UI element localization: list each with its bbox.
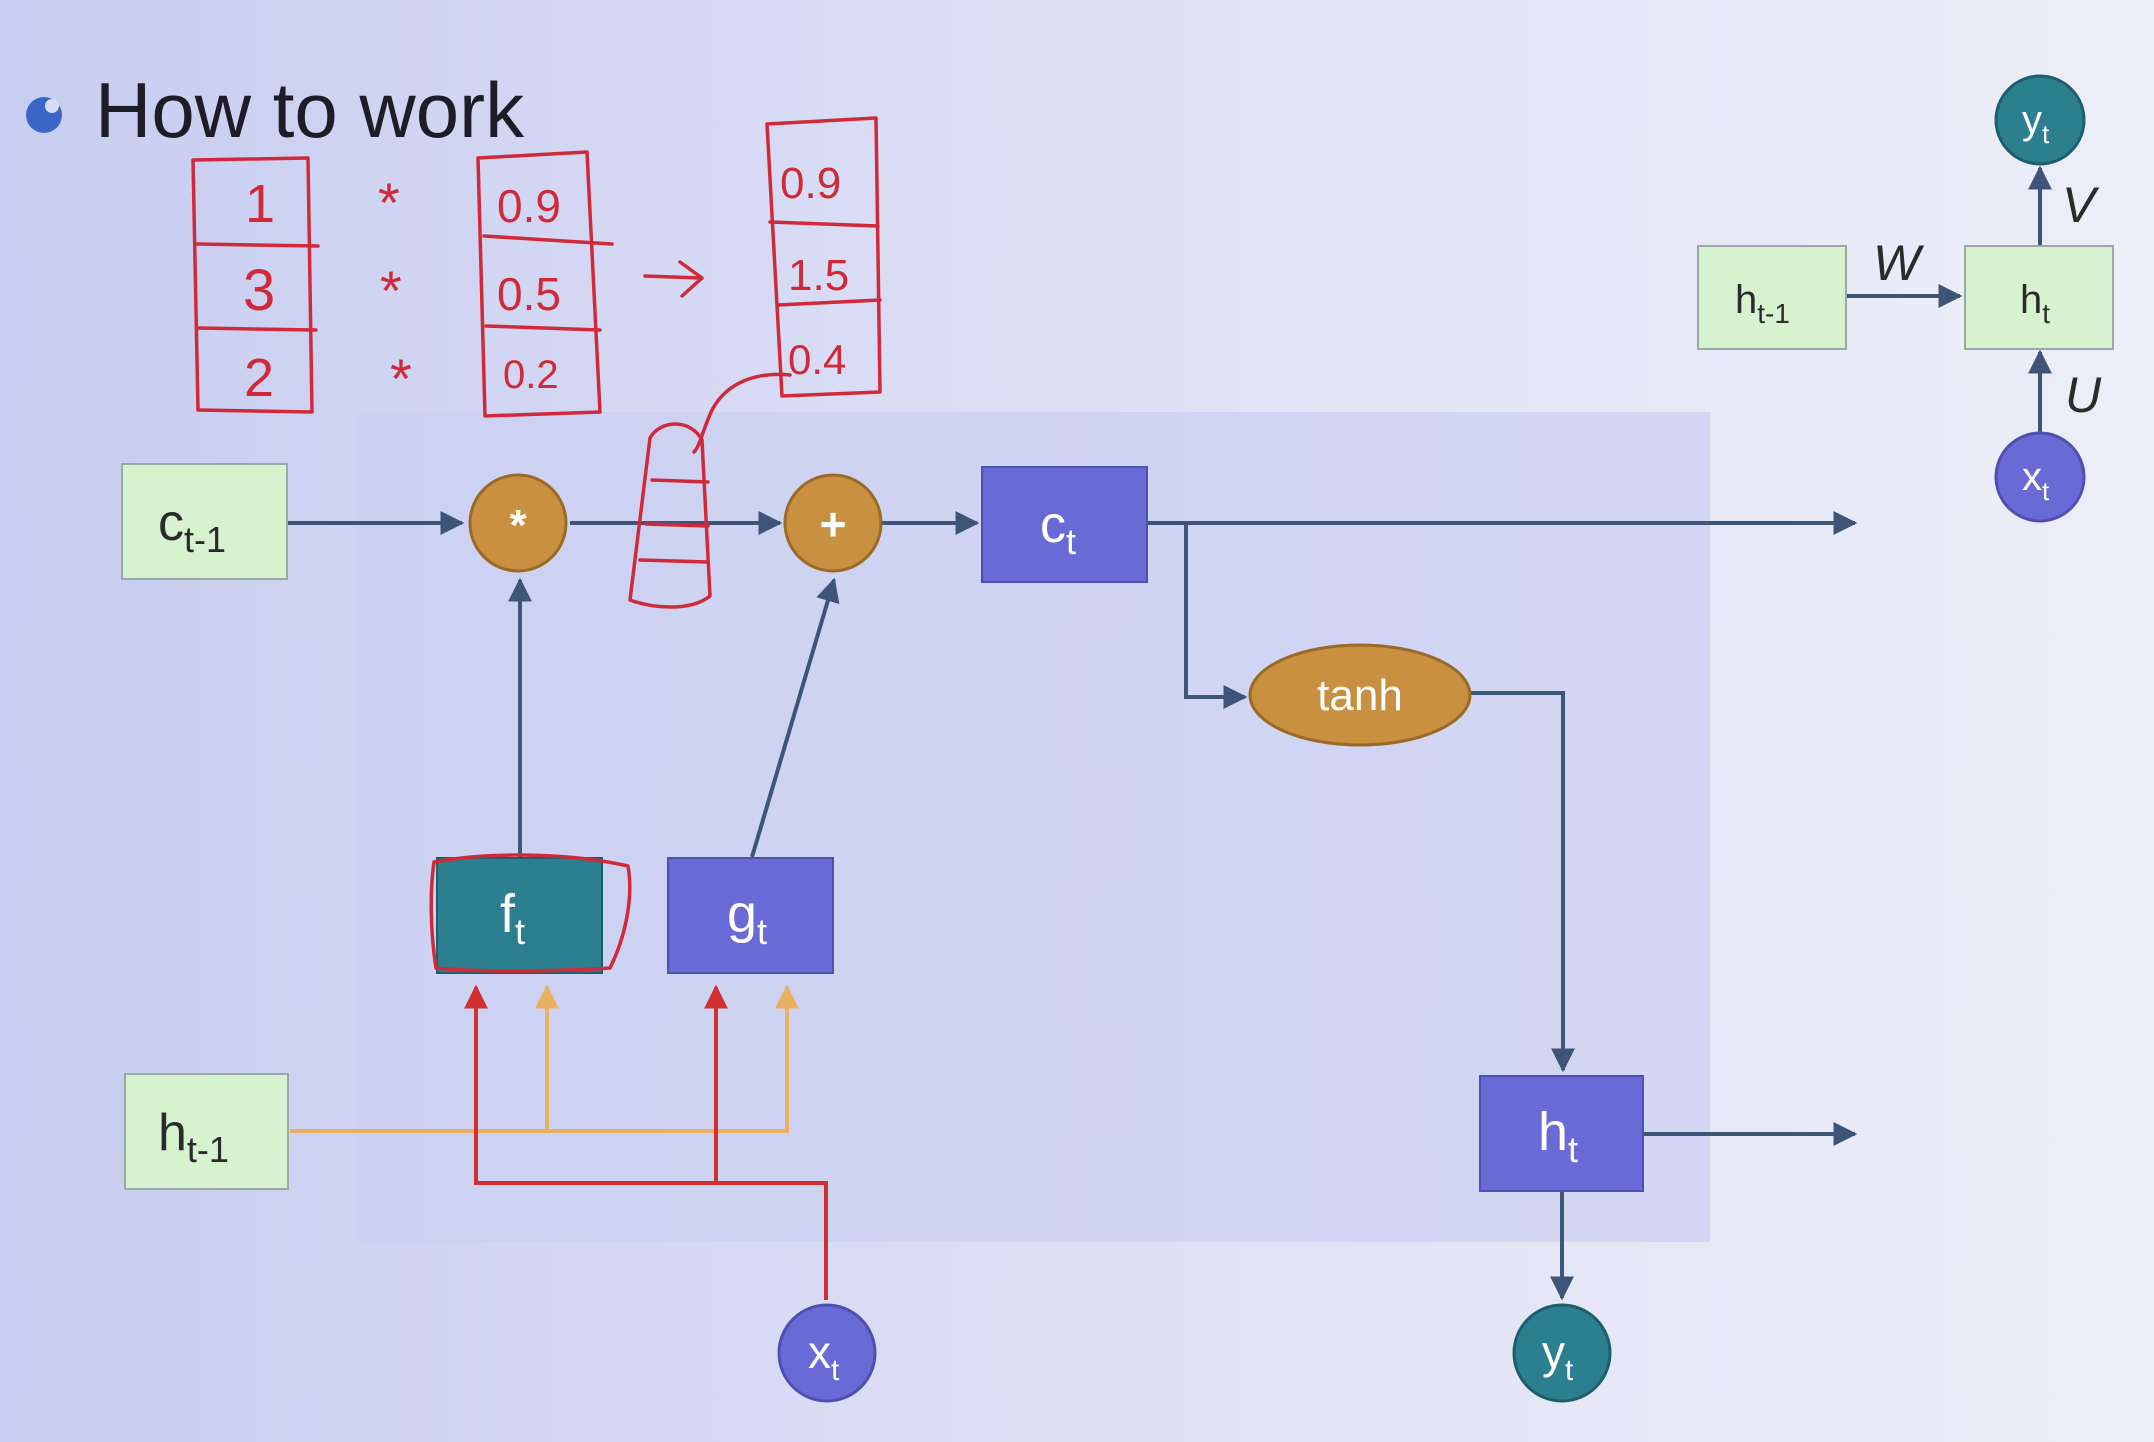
input-highlight-paths: [290, 984, 828, 1300]
rnn-u-label: U: [2065, 367, 2102, 423]
svg-text:yt: yt: [1542, 1326, 1574, 1387]
svg-text:3: 3: [243, 258, 275, 323]
c-t-node: ct: [981, 466, 1148, 583]
add-operator: +: [783, 473, 883, 573]
svg-text:xt: xt: [2022, 455, 2050, 506]
g-t-node: gt: [667, 857, 834, 974]
svg-text:ft: ft: [500, 884, 525, 952]
tanh-node: tanh: [1248, 643, 1472, 747]
svg-text:0.2: 0.2: [503, 353, 559, 397]
svg-text:ht-1: ht-1: [158, 1104, 229, 1170]
rnn-w-label: W: [1873, 235, 1925, 291]
title-text: How to work: [95, 66, 525, 154]
svg-text:0.4: 0.4: [788, 336, 846, 383]
h-prev-node: ht-1: [124, 1073, 289, 1190]
svg-text:0.9: 0.9: [497, 180, 561, 232]
multiply-operator: *: [468, 473, 568, 573]
svg-text:ht: ht: [1538, 1102, 1578, 1170]
svg-text:1.5: 1.5: [788, 251, 849, 300]
svg-text:ht: ht: [2020, 278, 2050, 329]
y-t-node: yt: [1512, 1303, 1612, 1403]
svg-text:tanh: tanh: [1317, 671, 1403, 720]
rnn-y-t-node: yt: [1994, 74, 2086, 166]
x-t-node: xt: [777, 1303, 877, 1403]
svg-text:+: +: [820, 498, 847, 550]
svg-text:*: *: [380, 259, 402, 322]
svg-text:2: 2: [244, 348, 274, 408]
svg-text:*: *: [509, 501, 527, 550]
rnn-h-t-node: ht: [1964, 245, 2114, 350]
h-t-node: ht: [1479, 1075, 1644, 1192]
svg-text:0.9: 0.9: [780, 159, 841, 208]
rnn-diagram: ht-1 ht xt yt W U V: [1697, 74, 2114, 523]
svg-text:0.5: 0.5: [497, 268, 561, 320]
svg-text:*: *: [378, 171, 400, 234]
rnn-v-label: V: [2062, 177, 2100, 233]
svg-text:ct: ct: [1040, 496, 1076, 562]
handwritten-annotations: [191, 116, 882, 973]
main-arrows: [288, 511, 1858, 1301]
handwritten-numbers: 1 3 2 0.9 0.5 0.2 0.9 1.5 0.4 * * *: [243, 159, 849, 410]
svg-text:xt: xt: [808, 1326, 840, 1387]
svg-text:ct-1: ct-1: [158, 494, 226, 560]
svg-text:ht-1: ht-1: [1735, 278, 1790, 329]
svg-text:1: 1: [245, 174, 275, 234]
svg-text:gt: gt: [727, 884, 767, 952]
f-t-node: ft: [436, 857, 603, 974]
c-prev-node: ct-1: [121, 463, 288, 580]
rnn-h-prev-node: ht-1: [1697, 245, 1847, 350]
svg-text:*: *: [390, 347, 412, 410]
svg-text:yt: yt: [2022, 98, 2050, 149]
rnn-x-t-node: xt: [1994, 431, 2086, 523]
slide-title: How to work: [26, 66, 525, 154]
